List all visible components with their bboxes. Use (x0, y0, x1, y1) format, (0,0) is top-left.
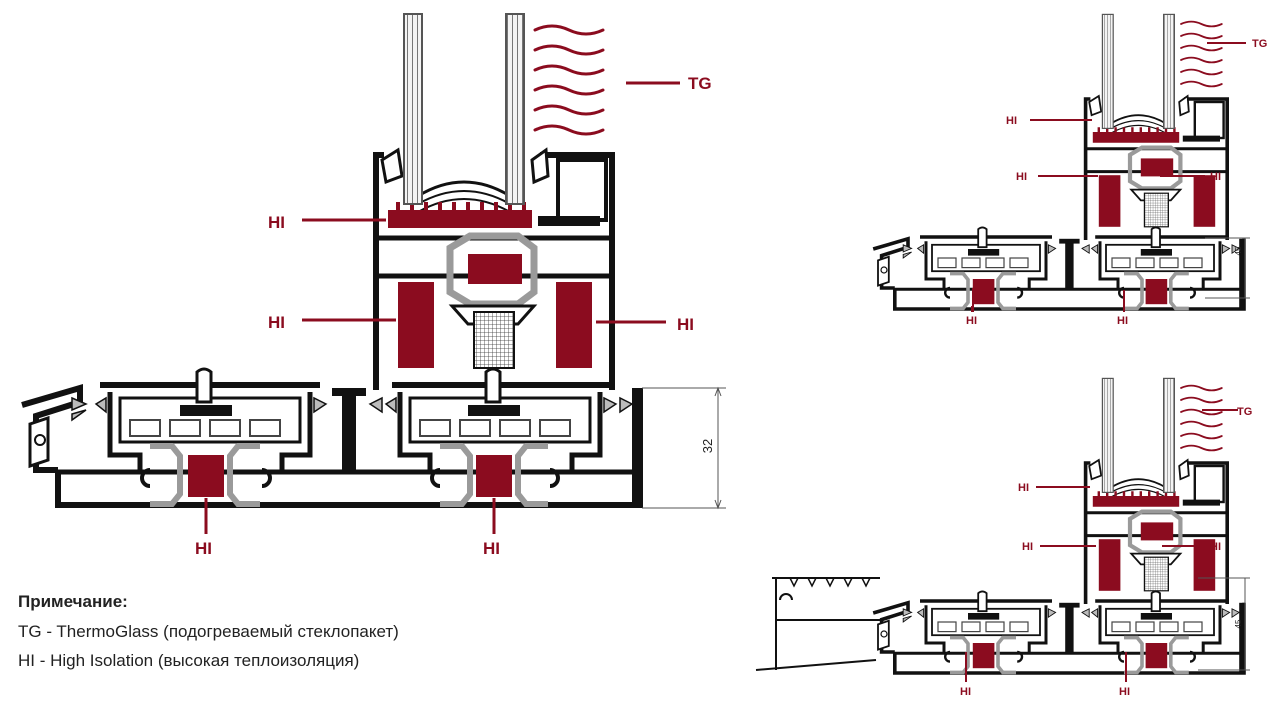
main-hi-label-bottom-right: HI (483, 539, 500, 558)
bottom-tg-label: TG (1237, 406, 1252, 418)
top-hi-label-1: HI (1006, 115, 1017, 127)
bottom-hi-label-5: HI (1119, 686, 1130, 698)
top-dimension-label: 45 (1234, 246, 1243, 255)
top-dimension (1205, 237, 1250, 299)
main-tg-label: TG (688, 74, 712, 93)
top-hi-label-3: HI (1210, 171, 1221, 183)
bottom-hi-label-4: HI (960, 686, 971, 698)
main-hi-label-right: HI (677, 315, 694, 334)
main-dimension-label: 32 (700, 439, 715, 453)
top-leader-lines (971, 42, 1246, 312)
bottom-hi-label-1: HI (1018, 482, 1029, 494)
legend-title: Примечание: (18, 592, 128, 611)
legend-hi: HI - High Isolation (высокая теплоизоляц… (18, 651, 360, 670)
legend-tg: TG - ThermoGlass (подогреваемый стеклопа… (18, 622, 399, 641)
top-tg-label: TG (1252, 38, 1267, 50)
bottom-dimension-label: 45 (1234, 619, 1243, 628)
top-hi-label-5: HI (1117, 315, 1128, 327)
bottom-hi-label-3: HI (1210, 541, 1221, 553)
bottom-dimension (1198, 577, 1250, 671)
main-hi-label-bottom-left: HI (195, 539, 212, 558)
small-section-bottom: 45 TG HI HI HI HI HI (755, 378, 1252, 698)
main-dimension (642, 386, 726, 510)
extended-sill (755, 577, 880, 671)
bottom-hi-label-2: HI (1022, 541, 1033, 553)
main-hi-label-top: HI (268, 213, 285, 232)
bottom-leader-lines (965, 409, 1238, 682)
main-hi-label-left: HI (268, 313, 285, 332)
top-hi-label-4: HI (966, 315, 977, 327)
main-leader-lines (204, 81, 680, 534)
small-section-top: 45 TG HI HI HI HI HI (873, 14, 1267, 327)
top-hi-label-2: HI (1016, 171, 1027, 183)
legend: Примечание: TG - ThermoGlass (подогревае… (18, 592, 399, 680)
main-section: 32 TG HI HI HI HI HI (22, 14, 726, 558)
